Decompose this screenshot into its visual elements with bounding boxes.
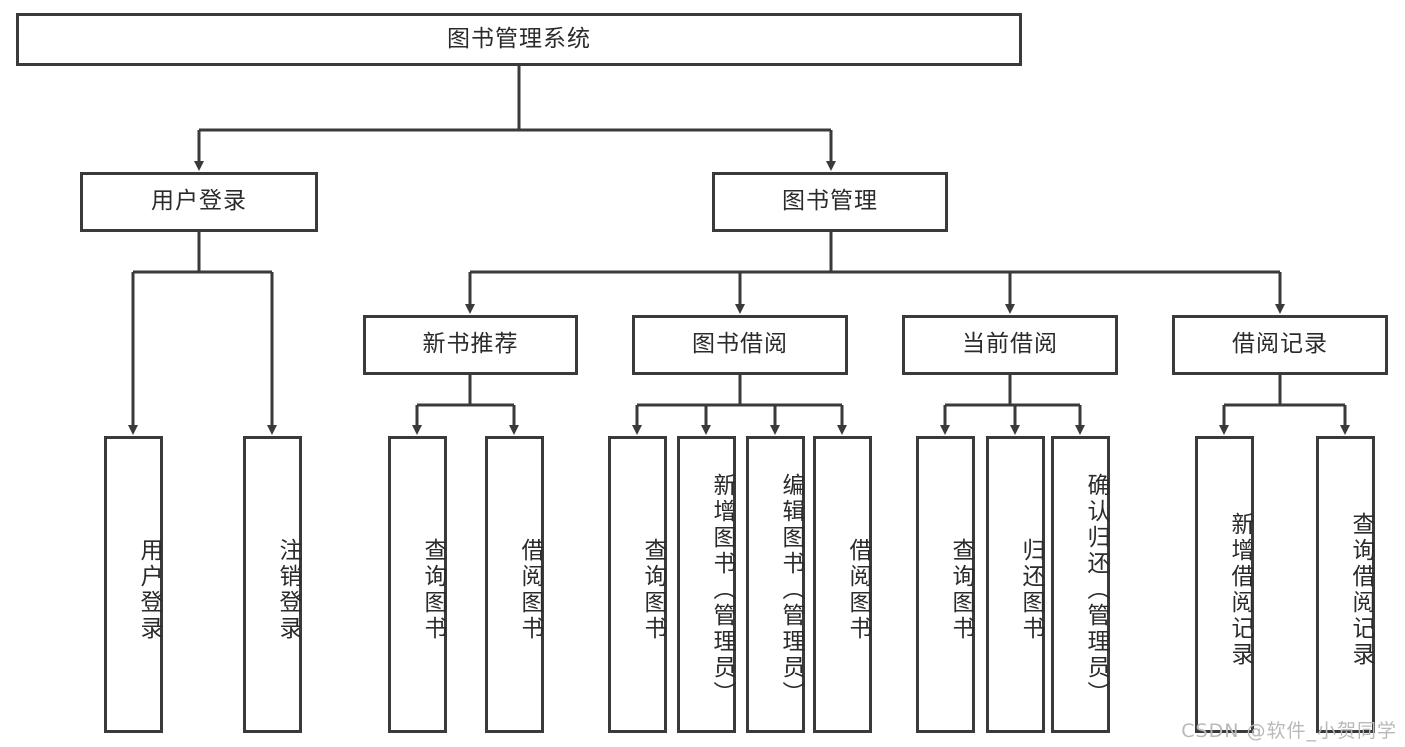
node-leaf-query-book-2-label: 查询图书 xyxy=(640,537,666,642)
node-leaf-borrow-book-2[interactable]: 借阅图书 xyxy=(813,436,872,733)
node-root-label: 图书管理系统 xyxy=(447,25,591,52)
node-leaf-borrow-book-1-label: 借阅图书 xyxy=(517,537,543,642)
node-leaf-edit-book[interactable]: 编辑图书（管理员） xyxy=(746,436,805,733)
node-book-management[interactable]: 图书管理 xyxy=(712,172,948,232)
node-leaf-logout-label: 注销登录 xyxy=(275,537,301,642)
node-leaf-borrow-book-2-label: 借阅图书 xyxy=(845,537,871,642)
node-root[interactable]: 图书管理系统 xyxy=(16,13,1022,66)
node-leaf-confirm-return[interactable]: 确认归还（管理员） xyxy=(1051,436,1110,733)
node-leaf-user-login-label: 用户登录 xyxy=(136,537,162,642)
node-current-borrow-label: 当前借阅 xyxy=(962,331,1058,358)
node-book-management-label: 图书管理 xyxy=(782,188,878,215)
node-leaf-query-book-1-label: 查询图书 xyxy=(420,537,446,642)
node-leaf-add-record-label: 新增借阅记录 xyxy=(1227,511,1253,668)
node-leaf-logout[interactable]: 注销登录 xyxy=(243,436,302,733)
node-leaf-borrow-book-1[interactable]: 借阅图书 xyxy=(485,436,544,733)
node-leaf-user-login[interactable]: 用户登录 xyxy=(104,436,163,733)
node-leaf-add-record[interactable]: 新增借阅记录 xyxy=(1195,436,1254,733)
node-leaf-add-book-label: 新增图书（管理员） xyxy=(709,472,735,707)
node-user-login-label: 用户登录 xyxy=(151,188,247,215)
node-user-login[interactable]: 用户登录 xyxy=(80,172,318,232)
node-book-borrow-label: 图书借阅 xyxy=(692,331,788,358)
node-leaf-edit-book-label: 编辑图书（管理员） xyxy=(778,472,804,707)
node-leaf-query-book-3[interactable]: 查询图书 xyxy=(916,436,975,733)
node-leaf-query-record[interactable]: 查询借阅记录 xyxy=(1316,436,1375,733)
node-leaf-query-book-3-label: 查询图书 xyxy=(948,537,974,642)
node-current-borrow[interactable]: 当前借阅 xyxy=(902,315,1118,375)
node-leaf-add-book[interactable]: 新增图书（管理员） xyxy=(677,436,736,733)
node-borrow-record-label: 借阅记录 xyxy=(1232,331,1328,358)
node-leaf-confirm-return-label: 确认归还（管理员） xyxy=(1083,472,1109,707)
node-new-book-recommend[interactable]: 新书推荐 xyxy=(363,315,578,375)
node-leaf-return-book[interactable]: 归还图书 xyxy=(986,436,1045,733)
watermark: CSDN @软件_小贺同学 xyxy=(1181,720,1397,742)
node-borrow-record[interactable]: 借阅记录 xyxy=(1172,315,1388,375)
node-leaf-query-book-1[interactable]: 查询图书 xyxy=(388,436,447,733)
node-leaf-query-record-label: 查询借阅记录 xyxy=(1348,511,1374,668)
node-new-book-recommend-label: 新书推荐 xyxy=(422,331,519,358)
node-book-borrow[interactable]: 图书借阅 xyxy=(632,315,848,375)
node-leaf-return-book-label: 归还图书 xyxy=(1018,537,1044,642)
node-leaf-query-book-2[interactable]: 查询图书 xyxy=(608,436,667,733)
